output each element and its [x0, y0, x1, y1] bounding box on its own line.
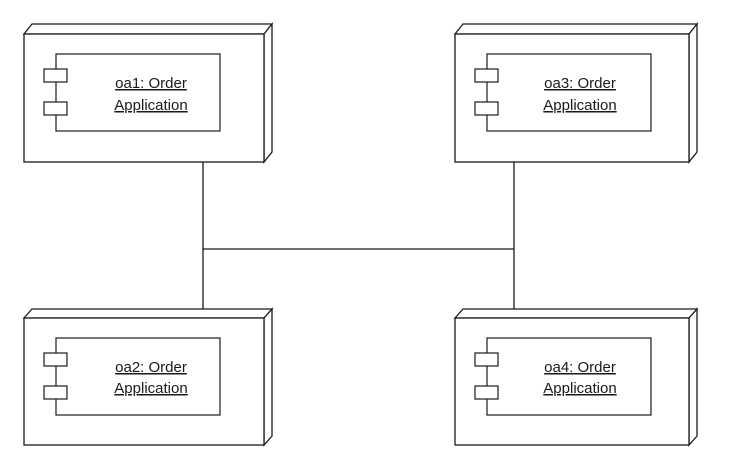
- node-label-line1: oa3: Order: [544, 75, 616, 92]
- node-oa4: oa4: Order Application: [453, 307, 699, 447]
- node-label-line1: oa1: Order: [115, 75, 187, 92]
- node-side-face: [688, 22, 698, 164]
- node-label-line2: Application: [543, 380, 616, 397]
- component-tab-icon: [474, 101, 499, 116]
- node-top-face: [22, 23, 274, 35]
- component-tab-icon: [43, 68, 68, 83]
- component-tab-icon: [43, 101, 68, 116]
- node-top-face: [453, 23, 699, 35]
- component-tab-icon: [474, 352, 499, 367]
- node-oa1: oa1: Order Application: [22, 22, 274, 164]
- component-tab-icon: [43, 352, 68, 367]
- node-label-line1: oa2: Order: [115, 359, 187, 376]
- node-top-face: [22, 308, 274, 319]
- component-tab-icon: [474, 68, 499, 83]
- node-label-line2: Application: [114, 97, 187, 114]
- node-side-face: [263, 307, 273, 447]
- node-top-face: [453, 308, 699, 319]
- component: [486, 337, 652, 416]
- component: [486, 53, 652, 132]
- component-tab-icon: [43, 385, 68, 400]
- component-tab-icon: [474, 385, 499, 400]
- component: [55, 53, 221, 132]
- node-oa2: oa2: Order Application: [22, 307, 274, 447]
- node-side-face: [263, 22, 273, 164]
- node-oa3: oa3: Order Application: [453, 22, 699, 164]
- component: [55, 337, 221, 416]
- node-label-line2: Application: [543, 97, 616, 114]
- node-side-face: [688, 307, 698, 447]
- node-label-line2: Application: [114, 380, 187, 397]
- communication-paths: [202, 162, 515, 310]
- node-label-line1: oa4: Order: [544, 359, 616, 376]
